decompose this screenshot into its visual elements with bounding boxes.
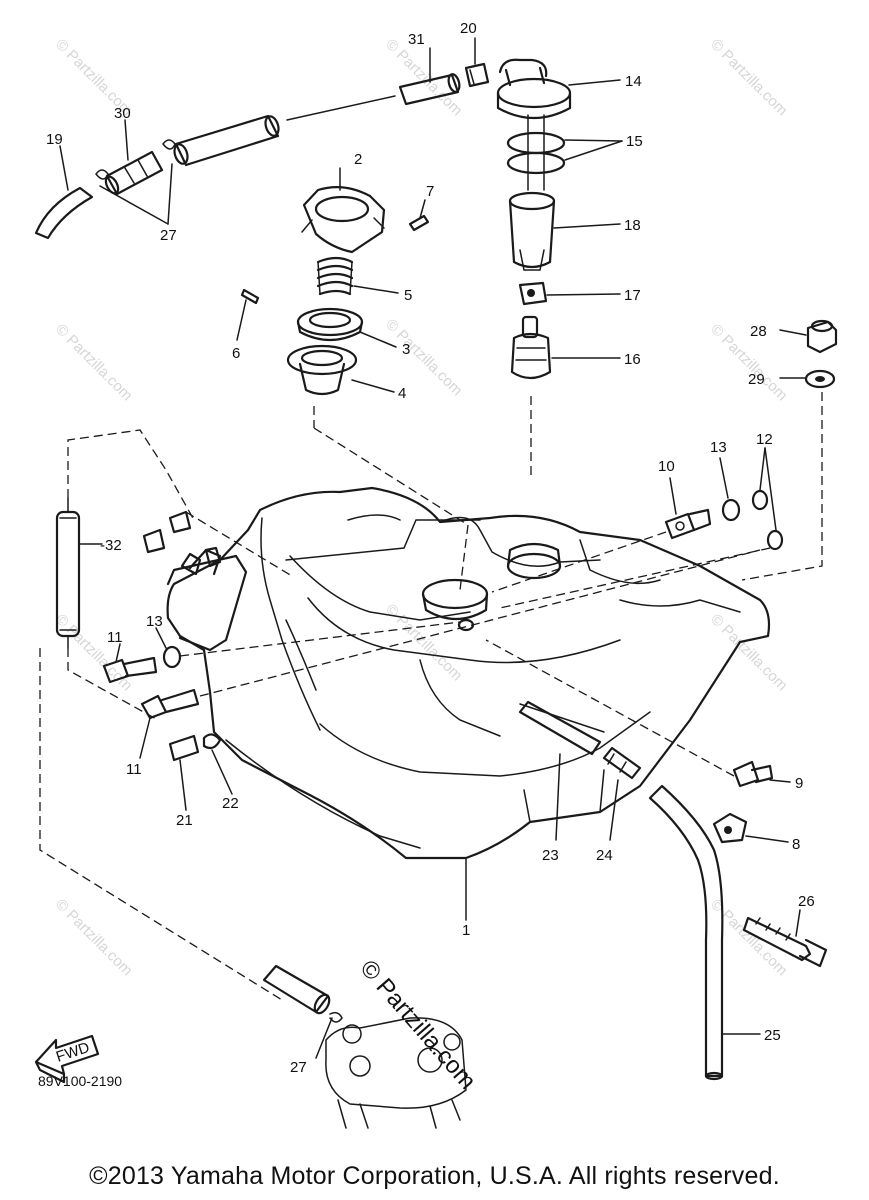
label-part-25: 25	[764, 1027, 781, 1044]
neck-4	[286, 344, 358, 396]
label-part-29: 29	[748, 371, 765, 388]
label-part-31: 31	[408, 31, 425, 48]
label-part-28: 28	[750, 323, 767, 340]
label-part-1: 1	[462, 922, 470, 939]
clamp-27-bottom	[329, 1011, 343, 1023]
watermark-faint: © Partzilla.com	[707, 896, 790, 979]
watermark-faint: © Partzilla.com	[382, 316, 465, 399]
label-part-9: 9	[795, 775, 803, 792]
copyright-notice: ©2013 Yamaha Motor Corporation, U.S.A. A…	[89, 1162, 780, 1190]
clamp-20	[464, 62, 490, 88]
washer-13-right	[721, 498, 741, 522]
hose-23	[518, 700, 602, 756]
label-part-21: 21	[176, 812, 193, 829]
strap-26	[742, 916, 828, 968]
label-part-22: 22	[222, 795, 239, 812]
label-part-14: 14	[625, 73, 642, 90]
clips-left	[142, 510, 222, 576]
watermark-faint: © Partzilla.com	[707, 611, 790, 694]
faint-watermarks: © Partzilla.com © Partzilla.com © Partzi…	[52, 36, 790, 979]
hose-32	[55, 497, 81, 649]
pin-6	[240, 288, 260, 305]
spring-5	[316, 256, 354, 296]
label-part-18: 18	[624, 217, 641, 234]
label-part-24: 24	[596, 847, 613, 864]
label-part-20: 20	[460, 20, 477, 37]
label-part-10: 10	[658, 458, 675, 475]
diagram-code: 89V100-2190	[38, 1073, 123, 1089]
watermark-faint: © Partzilla.com	[52, 896, 135, 979]
label-part-13-left: 13	[146, 613, 163, 630]
hose-long-top	[173, 114, 280, 167]
label-part-27-bottom: 27	[290, 1059, 307, 1076]
sleeve-18	[508, 191, 556, 271]
label-part-8: 8	[792, 836, 800, 853]
label-part-19: 19	[46, 131, 63, 148]
clamp-8	[712, 812, 748, 844]
label-part-23: 23	[542, 847, 559, 864]
cap-2	[301, 185, 386, 254]
fwd-arrow-icon: FWD	[34, 1034, 100, 1084]
bolt-11-lower	[140, 688, 200, 720]
joint-30	[104, 150, 164, 196]
leader-lines	[59, 37, 807, 1059]
watermark-faint: © Partzilla.com	[52, 321, 135, 404]
label-part-30: 30	[114, 105, 131, 122]
label-part-27-top: 27	[160, 227, 177, 244]
clamp-27-left	[95, 139, 176, 180]
label-part-13-right: 13	[710, 439, 727, 456]
cap-28	[806, 319, 838, 354]
watermark-faint: © Partzilla.com	[52, 611, 135, 694]
label-part-15: 15	[626, 133, 643, 150]
label-part-3: 3	[402, 341, 410, 358]
sender-cap-14	[496, 58, 572, 119]
ring-15	[506, 114, 566, 191]
part-labels: 1 2 3 4 5 6 7 8 9 10 11 11 12 13 13 14 1…	[46, 20, 815, 1076]
float-17	[518, 281, 548, 306]
fuel-pump-ghost	[325, 1017, 467, 1129]
hose-31	[398, 73, 461, 106]
washer-12	[751, 489, 784, 551]
gasket-3	[296, 307, 364, 342]
hose-25	[648, 784, 724, 1081]
label-part-17: 17	[624, 287, 641, 304]
washer-29	[804, 369, 836, 389]
label-part-2: 2	[354, 151, 362, 168]
label-part-7: 7	[426, 183, 434, 200]
label-part-4: 4	[398, 385, 406, 402]
watermark-faint: © Partzilla.com	[707, 36, 790, 119]
label-part-32: -32	[100, 537, 122, 554]
label-part-5: 5	[404, 287, 412, 304]
clamp-22	[202, 733, 222, 750]
hose-21	[168, 734, 200, 762]
label-part-26: 26	[798, 893, 815, 910]
label-part-11-upper: 11	[107, 629, 123, 646]
fitting-9	[732, 760, 774, 788]
label-part-12: 12	[756, 431, 773, 448]
hose-bottom	[262, 964, 331, 1015]
label-part-11-lower: 11	[126, 761, 142, 778]
hose-19	[34, 186, 94, 240]
watermark-faint: © Partzilla.com	[707, 321, 790, 404]
filter-16	[510, 315, 552, 380]
joint-24	[602, 746, 642, 780]
pin-7	[408, 214, 430, 232]
fuel-tank-1	[166, 486, 771, 860]
fitting-10	[664, 508, 712, 540]
washer-13-left	[162, 645, 182, 669]
label-part-16: 16	[624, 351, 641, 368]
label-part-6: 6	[232, 345, 240, 362]
